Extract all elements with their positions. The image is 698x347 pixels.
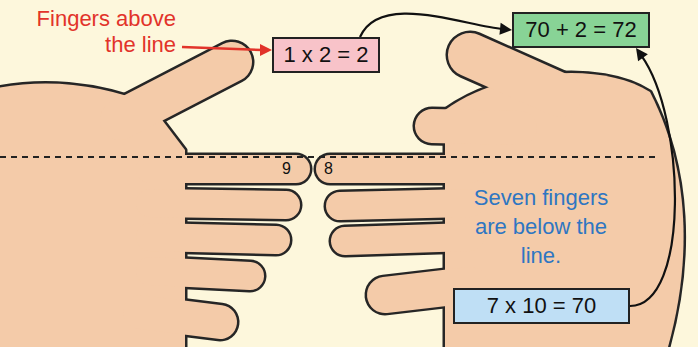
box-text: 1 x 2 = 2 [283,42,368,67]
connector-line [360,14,503,37]
tens-box: 7 x 10 = 70 [453,288,630,324]
hand-skin [0,55,684,347]
leader-line [182,47,262,50]
arrow-head [499,23,512,35]
callout-note: Seven fingers are below the line. [461,183,621,270]
arrow-head [636,48,648,61]
product-box: 1 x 2 = 2 [272,37,380,73]
leader-arrowhead [260,44,272,56]
box-text: 7 x 10 = 70 [487,293,596,318]
finger-number: 9 [282,160,291,178]
sum-box: 70 + 2 = 72 [512,12,650,48]
callout-note: Fingers above the line [18,6,176,58]
dashed-line [0,156,655,158]
box-text: 70 + 2 = 72 [525,17,636,42]
connector-arrow [630,48,675,306]
hand-outline [0,55,684,347]
connector-line [630,55,675,306]
connector-arrow [360,14,512,37]
finger-number: 8 [324,160,333,178]
